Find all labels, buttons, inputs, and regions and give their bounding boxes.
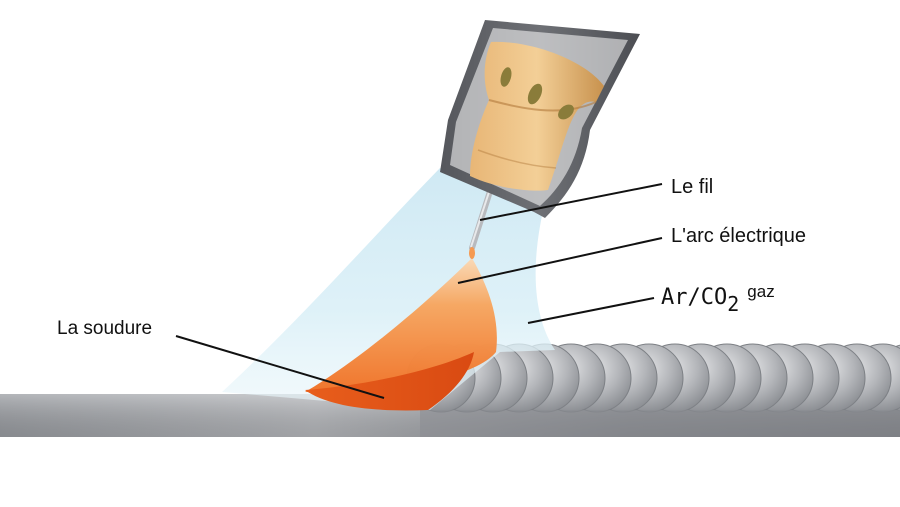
leader-arc xyxy=(457,237,663,284)
leader-gas xyxy=(527,297,655,324)
label-wire: Le fil xyxy=(671,176,713,198)
weld-bead xyxy=(406,343,900,437)
weld-bead-base xyxy=(420,410,900,437)
gas-hole-1 xyxy=(500,67,512,87)
label-gas-subscript: 2 xyxy=(727,292,739,316)
weld-pool xyxy=(305,352,474,411)
gas-hole-2 xyxy=(527,83,543,105)
label-gas: Ar/CO2 gaz xyxy=(661,282,775,316)
label-gas-formula: Ar/CO xyxy=(661,285,727,310)
label-gas-word: gaz xyxy=(747,282,774,301)
label-arc: L'arc électrique xyxy=(671,225,806,247)
leader-weld xyxy=(175,335,385,399)
contact-tip xyxy=(470,41,604,191)
leader-lines xyxy=(175,183,663,399)
label-weld: La soudure xyxy=(57,318,152,339)
leader-wire xyxy=(479,183,663,221)
welding-wire xyxy=(469,182,495,259)
gas-hole-3 xyxy=(558,104,574,120)
electric-arc xyxy=(305,258,497,392)
